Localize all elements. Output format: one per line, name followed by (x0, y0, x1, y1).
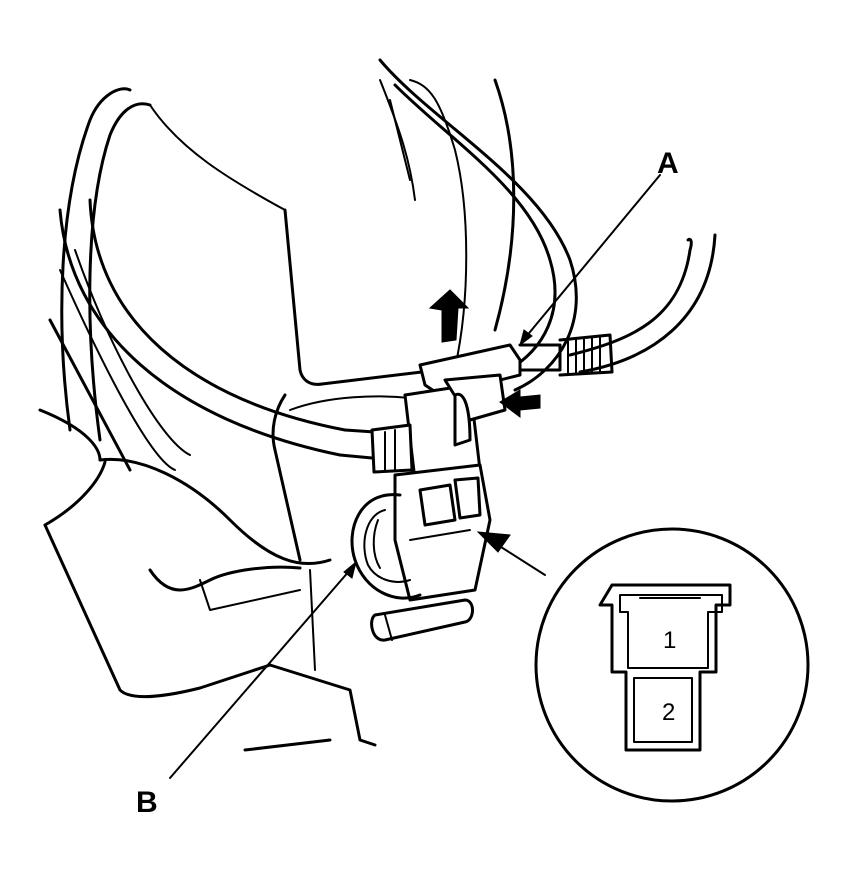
up-arrow-icon (428, 289, 470, 343)
solenoid-valve (350, 343, 522, 642)
connector-terminal-inset (534, 527, 810, 803)
terminal-pin-2: 2 (662, 699, 675, 726)
left-arrow-icon (499, 389, 541, 418)
corrugated-hose-end (518, 333, 614, 377)
pointer-arrow-icon (476, 531, 511, 553)
vacuum-hoses (58, 58, 717, 460)
leader-lines (169, 174, 661, 779)
terminal-pin-1: 1 (663, 627, 676, 654)
callout-a: A (657, 147, 679, 180)
callout-b: B (136, 786, 158, 819)
disconnect-arrows (428, 289, 541, 418)
